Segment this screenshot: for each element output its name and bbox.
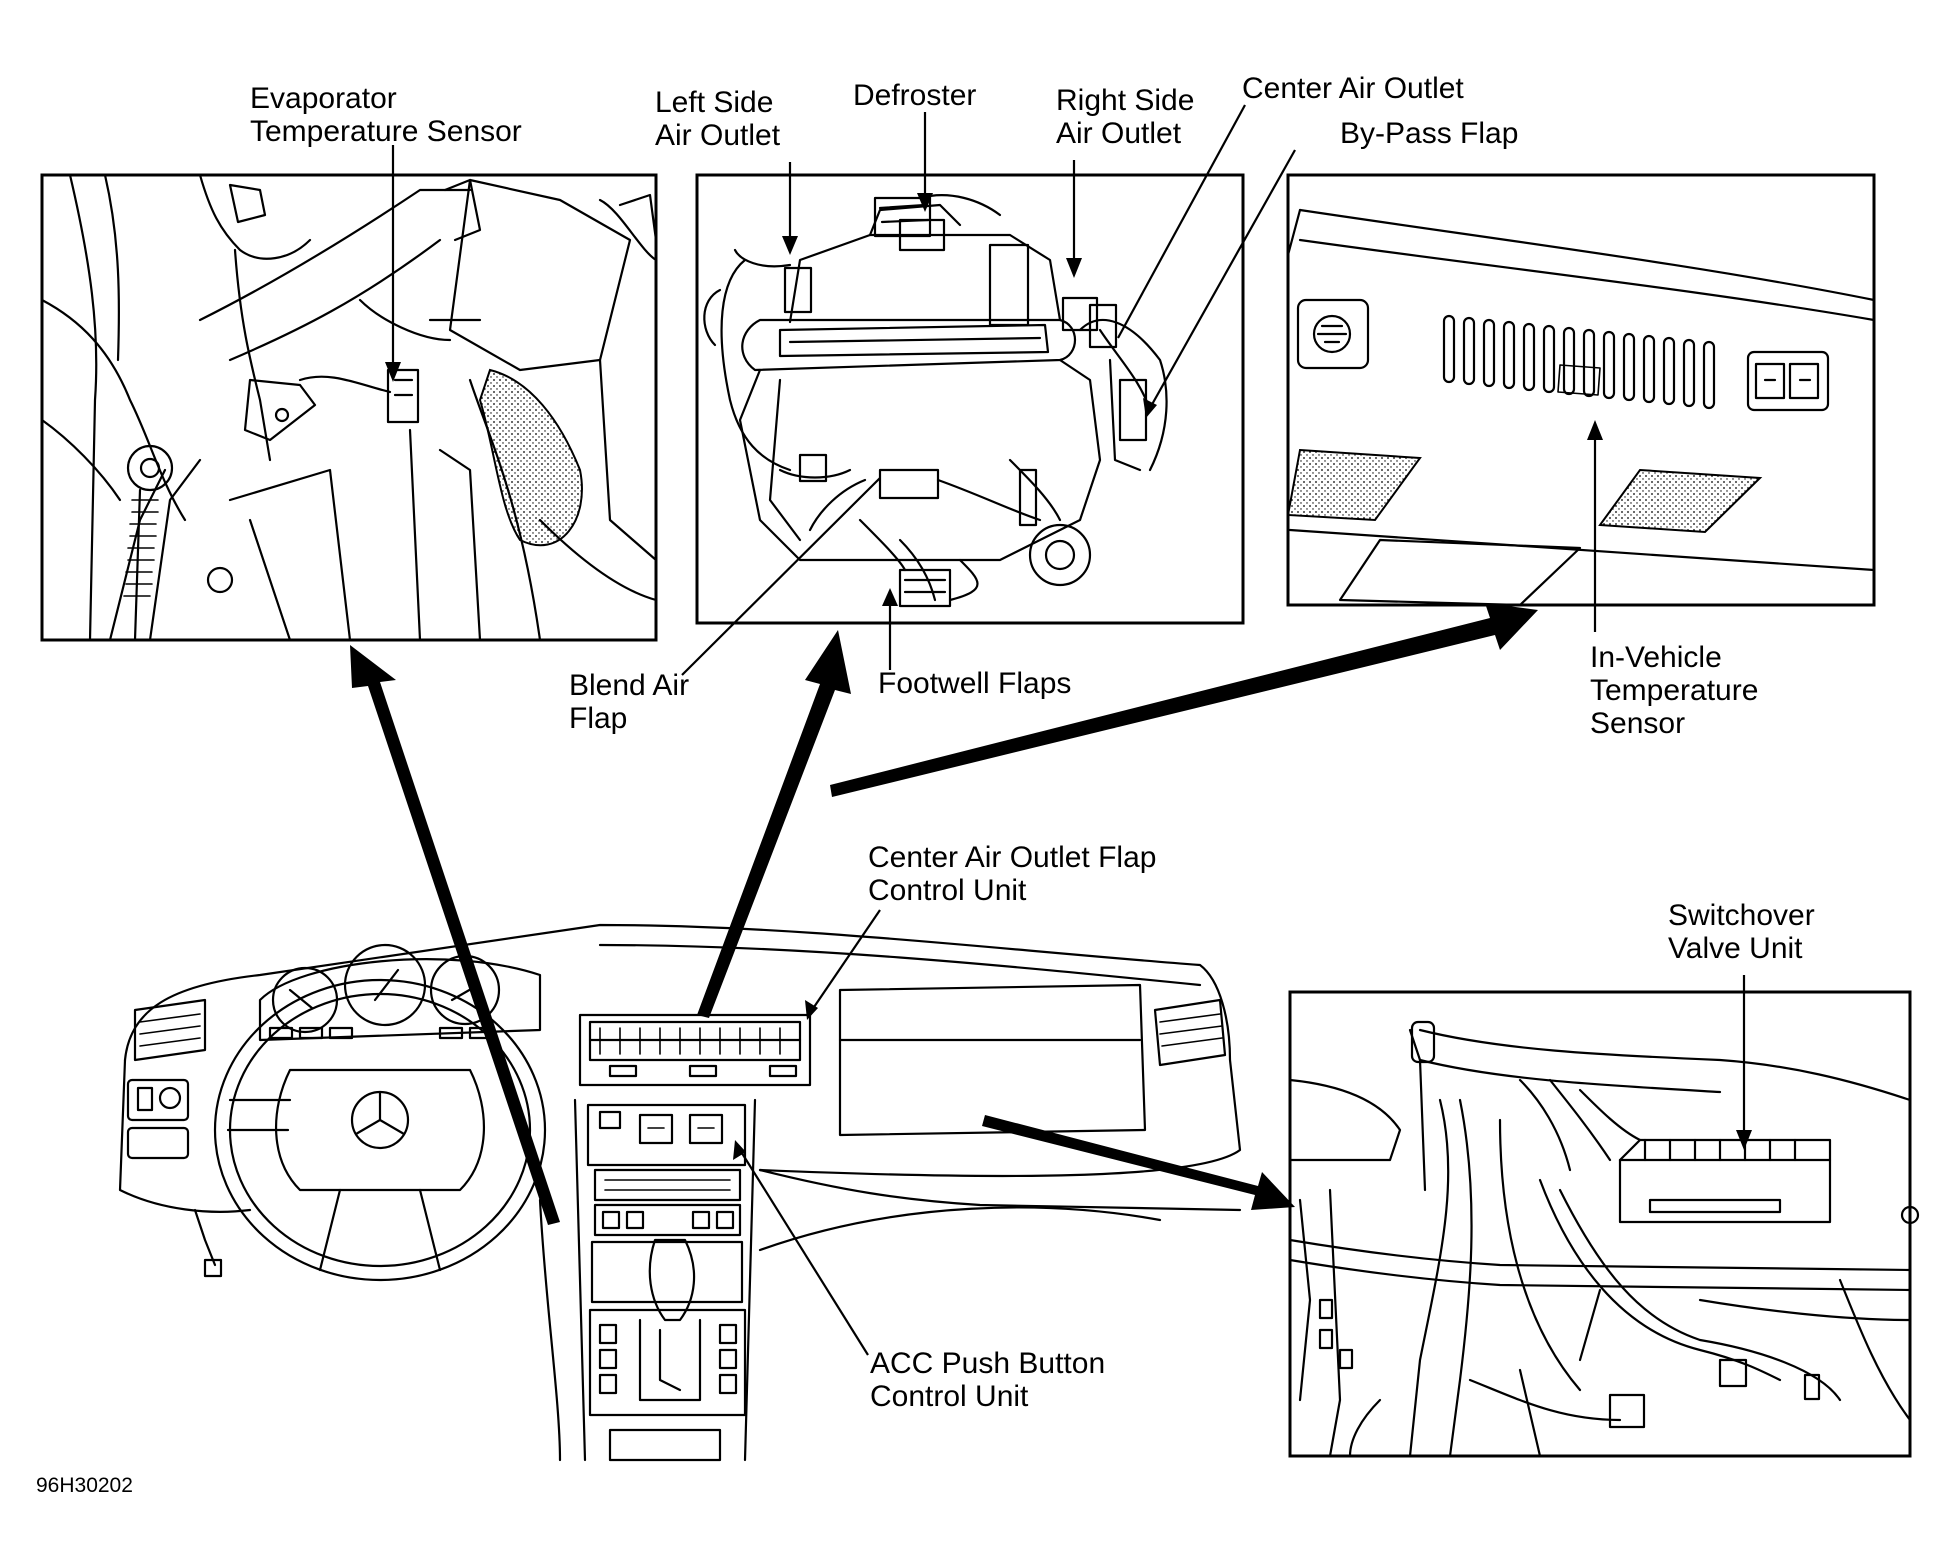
- leader-lines: [385, 104, 1752, 1356]
- label-line: Footwell Flaps: [878, 667, 1071, 700]
- panel-frame: [40, 173, 658, 642]
- arrow-to-heater-panel: [697, 630, 851, 1018]
- label-center-air-outlet-flap-control-unit: Center Air Outlet Flap Control Unit: [868, 841, 1165, 907]
- panel-evaporator-sensor: [40, 173, 658, 642]
- label-line: In-Vehicle: [1590, 641, 1722, 674]
- label-left-side-air-outlet: Left Side Air Outlet: [655, 86, 782, 152]
- label-line: Center Air Outlet: [1242, 72, 1464, 105]
- label-line: By-Pass Flap: [1340, 117, 1518, 150]
- label-center-air-outlet: Center Air Outlet: [1242, 72, 1464, 105]
- label-line: Blend Air: [569, 669, 689, 702]
- label-line: Left Side: [655, 86, 773, 119]
- label-line: Air Outlet: [1056, 117, 1182, 150]
- label-line: Center Air Outlet Flap: [868, 841, 1156, 874]
- label-line: Control Unit: [870, 1380, 1029, 1413]
- panel-frame: [1286, 173, 1876, 607]
- arrow-to-switchover-panel: [982, 1115, 1295, 1210]
- label-defroster: Defroster: [853, 79, 976, 112]
- label-line: Switchover: [1668, 899, 1815, 932]
- label-line: Air Outlet: [655, 119, 781, 152]
- arrow-to-evaporator-panel: [350, 645, 560, 1225]
- label-switchover-valve-unit: Switchover Valve Unit: [1668, 899, 1823, 965]
- label-line: Evaporator: [250, 82, 397, 115]
- label-line: Temperature: [1590, 674, 1758, 707]
- overhead-console-drawing: [1286, 208, 1876, 607]
- underdash-wiring-drawing: [1288, 1020, 1920, 1458]
- label-line: Defroster: [853, 79, 976, 112]
- label-footwell-flaps: Footwell Flaps: [878, 667, 1071, 700]
- label-line: Right Side: [1056, 84, 1194, 117]
- label-evaporator-temperature-sensor: Evaporator Temperature Sensor: [250, 82, 522, 148]
- vent-grille: [1442, 314, 1716, 410]
- label-line: ACC Push Button: [870, 1347, 1105, 1380]
- label-line: Control Unit: [868, 874, 1027, 907]
- panel-frame: [1288, 990, 1912, 1458]
- panel-switchover-valve: [1288, 990, 1920, 1458]
- arrow-to-in-vehicle-panel: [830, 603, 1538, 797]
- panel-heater-unit: [695, 173, 1245, 625]
- label-in-vehicle-temperature-sensor: In-Vehicle Temperature Sensor: [1590, 641, 1767, 740]
- evaporator-area-drawing: [40, 173, 658, 642]
- label-line: Valve Unit: [1668, 932, 1803, 965]
- dashboard-drawing: [118, 923, 1242, 1462]
- label-blend-air-flap: Blend Air Flap: [569, 669, 697, 735]
- label-by-pass-flap: By-Pass Flap: [1340, 117, 1518, 150]
- label-right-side-air-outlet: Right Side Air Outlet: [1056, 84, 1203, 150]
- hvac-module-drawing: [703, 194, 1168, 608]
- pointer-arrows: [350, 603, 1538, 1225]
- label-line: Sensor: [1590, 707, 1685, 740]
- callout-labels: Evaporator Temperature Sensor Left Side …: [36, 72, 1823, 1497]
- label-line: Flap: [569, 702, 627, 735]
- panel-in-vehicle-sensor: [1286, 173, 1876, 607]
- figure-code: 96H30202: [36, 1474, 133, 1497]
- label-acc-push-button-control-unit: ACC Push Button Control Unit: [870, 1347, 1113, 1413]
- label-line: Temperature Sensor: [250, 115, 522, 148]
